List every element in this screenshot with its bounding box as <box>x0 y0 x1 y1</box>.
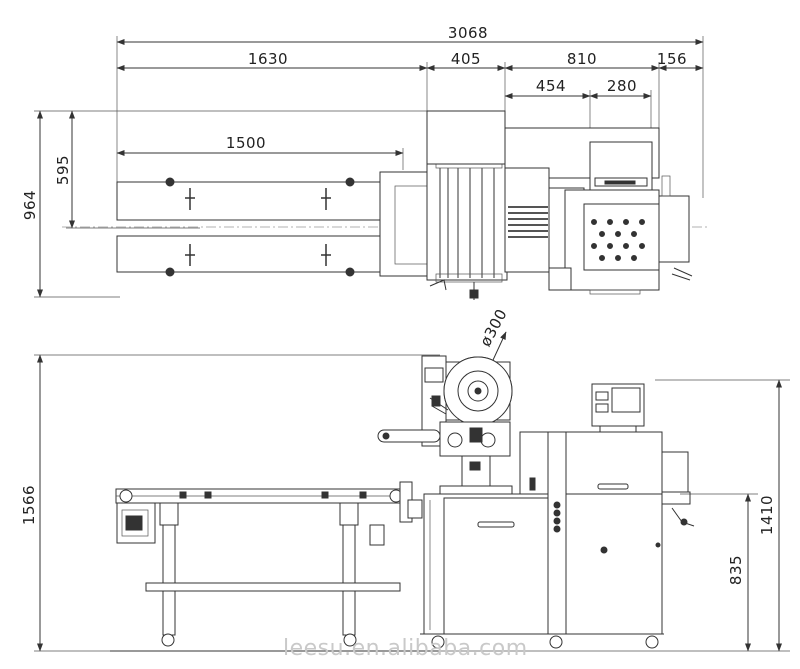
dim-infeed-length: 1500 <box>226 134 266 152</box>
side-cabinet-right <box>565 493 663 635</box>
dim-overall-length: 3068 <box>448 24 488 42</box>
dim-outfeed: 156 <box>657 50 687 68</box>
dim-control-offset: 454 <box>536 77 566 95</box>
dim-conveyor-length: 1630 <box>248 50 288 68</box>
dim-plan-depth: 964 <box>21 190 39 220</box>
dim-feed-section: 405 <box>451 50 481 68</box>
watermark-text: leesu.en.alibaba.com <box>283 636 528 661</box>
dim-total-height: 1566 <box>20 485 38 525</box>
dim-panel-height: 1410 <box>758 495 776 535</box>
side-view <box>110 355 695 652</box>
plan-conveyor-upper <box>116 181 398 221</box>
plan-dimensions: 3068 1630 405 810 156 454 280 1500 964 5… <box>21 24 704 298</box>
control-screen <box>611 387 641 413</box>
plan-conveyor-lower <box>116 235 398 273</box>
dim-machine-body: 810 <box>567 50 597 68</box>
plan-view <box>62 110 708 300</box>
dim-table-height: 835 <box>727 555 745 585</box>
dim-panel-width: 280 <box>607 77 637 95</box>
dim-roll-diameter: ø300 <box>476 306 511 350</box>
dim-plan-width: 595 <box>54 155 72 185</box>
